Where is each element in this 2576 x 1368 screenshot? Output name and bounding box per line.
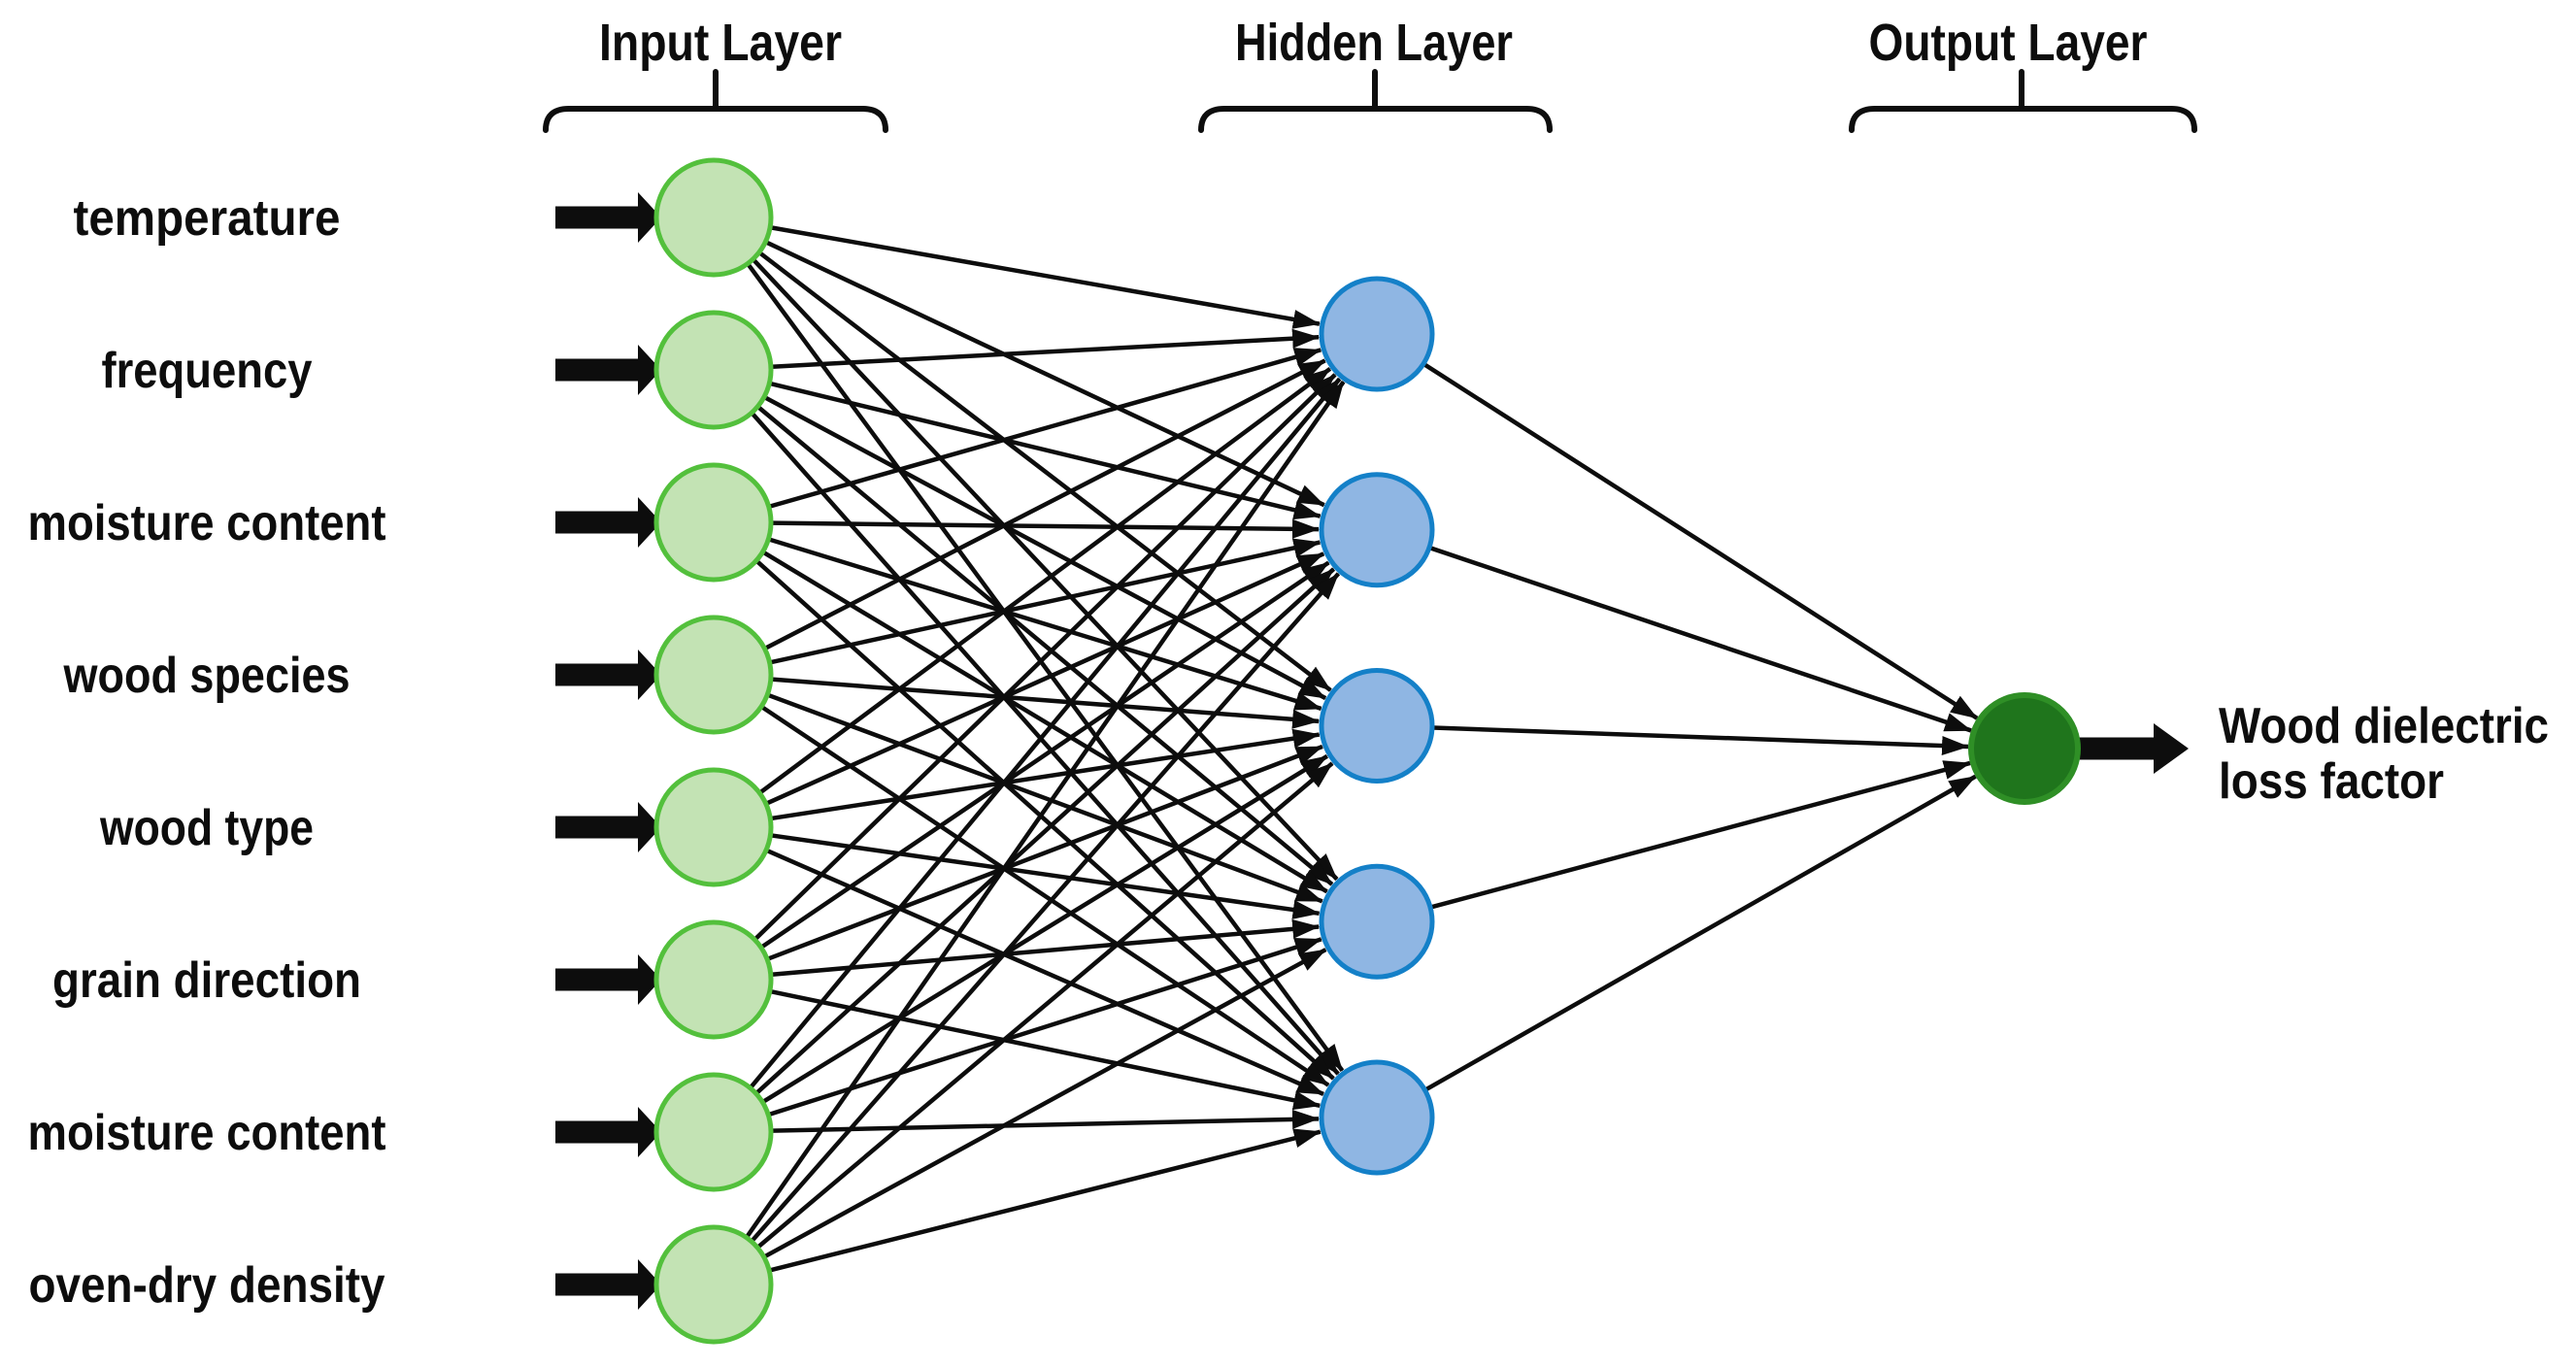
edges-group — [745, 225, 1979, 1273]
edge-input2-hidden2 — [769, 381, 1321, 520]
nodes-group — [653, 157, 2081, 1345]
output-label-line-2: loss factor — [2219, 753, 2444, 810]
input-node-4 — [653, 615, 774, 735]
edge-input3-hidden5 — [755, 559, 1335, 1081]
edge-hidden5-output — [1424, 774, 1977, 1092]
edge-input7-hidden3 — [761, 753, 1329, 1104]
edge-input5-hidden2 — [765, 551, 1325, 806]
input-label-3: moisture content — [28, 495, 386, 551]
input-node-3 — [653, 462, 774, 583]
edge-input3-hidden4 — [762, 551, 1328, 894]
output-layer-title: Output Layer — [1869, 14, 2148, 72]
input-label-4: wood species — [63, 648, 351, 704]
edge-input3-hidden1 — [769, 348, 1322, 509]
edge-input7-hidden4 — [768, 937, 1322, 1117]
input-node-1 — [653, 157, 774, 278]
edge-input2-hidden4 — [756, 405, 1334, 886]
edge-input6-hidden4 — [771, 918, 1321, 978]
edge-input8-hidden2 — [750, 572, 1341, 1243]
edge-input1-hidden1 — [770, 225, 1321, 329]
input-arrow-8 — [555, 1259, 661, 1310]
edge-hidden3-output — [1432, 725, 1970, 756]
edge-input2-hidden1 — [771, 328, 1321, 370]
input-node-6 — [653, 919, 774, 1040]
input-label-7: moisture content — [28, 1105, 386, 1161]
edge-input4-hidden4 — [767, 692, 1323, 904]
edge-input4-hidden3 — [771, 677, 1321, 729]
edge-input6-hidden2 — [760, 560, 1330, 950]
output-node — [1968, 692, 2081, 805]
input-label-8: oven-dry density — [29, 1257, 385, 1314]
edge-input7-hidden2 — [754, 567, 1336, 1095]
edge-input7-hidden1 — [749, 377, 1342, 1089]
edge-input1-hidden2 — [765, 240, 1325, 508]
edge-input1-hidden3 — [758, 250, 1332, 692]
edge-input8-hidden5 — [769, 1128, 1321, 1273]
edge-input7-hidden5 — [771, 1109, 1321, 1133]
edge-input6-hidden5 — [770, 989, 1321, 1111]
input-arrow-1 — [555, 192, 661, 243]
edge-input5-hidden1 — [758, 367, 1332, 794]
input-arrow-2 — [555, 345, 661, 395]
input-label-1: temperature — [74, 190, 341, 247]
edge-input4-hidden1 — [764, 358, 1326, 651]
input-label-5: wood type — [99, 800, 314, 856]
edge-input5-hidden5 — [766, 849, 1324, 1096]
input-label-2: frequency — [102, 343, 313, 399]
edge-hidden4-output — [1430, 760, 1971, 910]
layer-brace-3 — [1849, 69, 2197, 133]
edge-input8-hidden3 — [756, 761, 1334, 1250]
input-arrow-7 — [555, 1107, 661, 1157]
edge-input8-hidden1 — [745, 380, 1346, 1239]
edge-input6-hidden3 — [767, 744, 1323, 961]
input-node-8 — [653, 1224, 774, 1345]
input-labels-group: temperature frequency moisture content wood… — [28, 190, 386, 1314]
hidden-node-5 — [1319, 1059, 1435, 1176]
output-arrow — [2076, 723, 2189, 774]
input-node-7 — [653, 1072, 774, 1192]
hidden-layer-title: Hidden Layer — [1235, 14, 1513, 72]
edge-hidden1-output — [1422, 362, 1979, 720]
edge-input3-hidden3 — [768, 537, 1322, 712]
input-node-5 — [653, 767, 774, 887]
input-arrow-4 — [555, 650, 661, 700]
hidden-node-2 — [1319, 472, 1435, 588]
edge-input5-hidden4 — [771, 833, 1321, 919]
input-node-2 — [653, 310, 774, 430]
hidden-node-1 — [1319, 276, 1435, 392]
edge-input1-hidden5 — [746, 262, 1345, 1073]
edge-input5-hidden3 — [770, 728, 1321, 821]
input-arrow-5 — [555, 802, 661, 852]
edge-input2-hidden3 — [763, 395, 1327, 701]
edge-hidden2-output — [1429, 546, 1972, 733]
input-layer-title: Input Layer — [599, 14, 842, 72]
input-arrow-6 — [555, 954, 661, 1005]
layer-brace-2 — [1198, 69, 1553, 133]
edge-input3-hidden2 — [771, 518, 1321, 539]
braces-group — [543, 69, 2197, 133]
input-arrow-3 — [555, 497, 661, 548]
edge-input4-hidden5 — [760, 705, 1330, 1087]
edge-input4-hidden2 — [770, 538, 1321, 665]
hidden-node-4 — [1319, 863, 1435, 980]
layer-brace-1 — [543, 69, 888, 133]
edge-input6-hidden1 — [753, 373, 1337, 941]
output-label-line-1: Wood dielectric — [2219, 698, 2549, 754]
hidden-node-3 — [1319, 668, 1435, 784]
input-label-6: grain direction — [52, 952, 361, 1009]
io-arrows-group — [555, 192, 2189, 1310]
edge-input8-hidden4 — [763, 948, 1327, 1259]
